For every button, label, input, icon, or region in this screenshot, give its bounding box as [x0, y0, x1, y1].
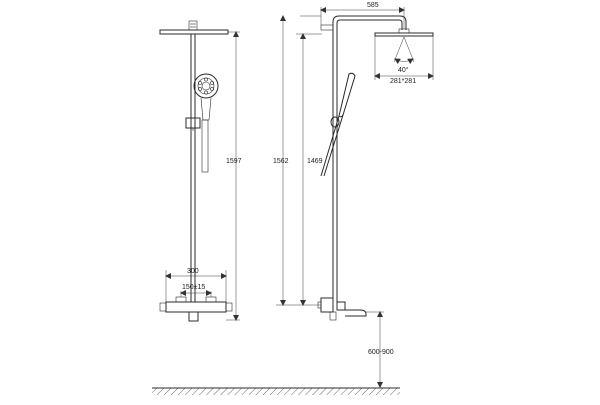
mixer-side — [317, 297, 367, 321]
inlet-spacing-label: 150±15 — [182, 284, 205, 291]
dimension-mixer-width: 300 — [165, 268, 227, 302]
mixer-width-label: 300 — [187, 268, 199, 275]
floor-hatching — [152, 387, 400, 395]
riser-pipe-front — [190, 34, 196, 282]
hand-shower-side — [320, 72, 356, 177]
riser-pipe-side — [332, 28, 338, 305]
dimension-overall-height: 1597 — [226, 31, 242, 321]
height-to-head-label: 1562 — [273, 158, 289, 165]
overhead-shower-head-side: 40° — [374, 28, 434, 74]
spray-angle-label: 40° — [398, 66, 409, 74]
head-size-label: 281*281 — [390, 78, 416, 85]
overhead-shower-head-front — [159, 20, 229, 35]
overall-height-label: 1597 — [226, 158, 242, 165]
mount-height-label: 600-900 — [368, 349, 394, 356]
side-view: 40° 281*281 585 — [273, 2, 434, 388]
shower-arm — [332, 15, 407, 30]
arm-reach-label: 585 — [367, 2, 379, 9]
height-to-holder-label: 1469 — [307, 158, 323, 165]
wall-bracket-top — [320, 24, 334, 31]
hand-shower-front — [185, 73, 219, 173]
front-view: 1597 300 150±15 — [159, 20, 242, 322]
dimension-height-to-holder: 1469 — [296, 33, 323, 306]
dimension-height-to-head: 1562 — [273, 15, 321, 306]
dimension-head-size: 281*281 — [374, 36, 434, 85]
dimension-mount-height: 600-900 — [366, 311, 394, 388]
dimension-inlet-spacing: 150±15 — [180, 284, 212, 297]
